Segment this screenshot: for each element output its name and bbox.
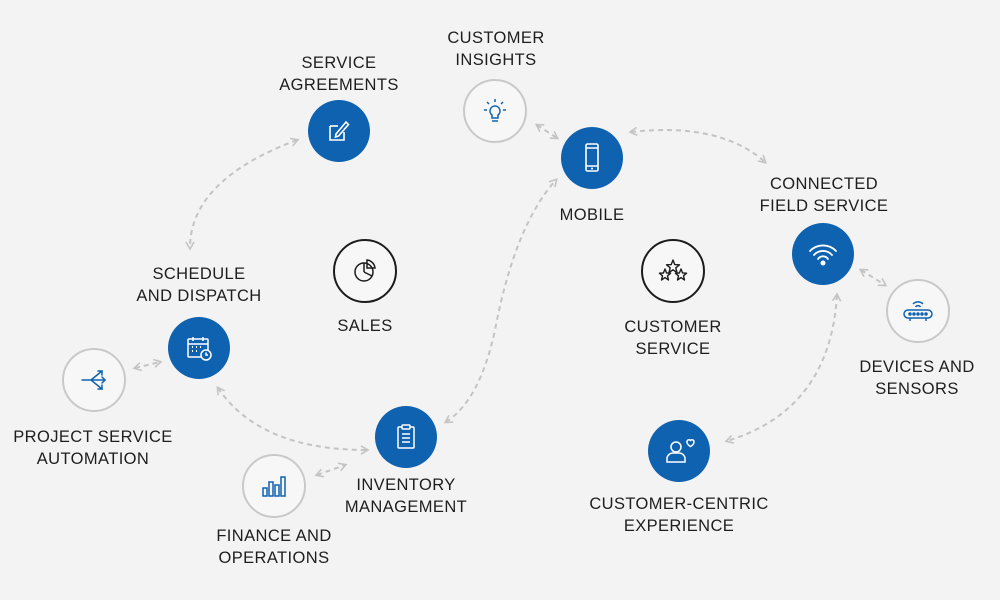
schedule-dispatch-circle [168,317,230,379]
lightbulb-icon [484,99,506,122]
connector-inventory-mobile [443,178,558,424]
mobile-circle [561,127,623,189]
customer-insights-label: CUSTOMER INSIGHTS [447,29,545,69]
stars-icon [658,259,688,281]
customer-centric-experience-label: CUSTOMER-CENTRIC EXPERIENCE [589,495,769,535]
person-heart-icon [666,439,695,463]
connector-mobile-connected [628,126,767,164]
branch-arrows-icon [81,370,107,390]
devices-sensors-circle [886,279,950,343]
bar-chart-icon [262,476,286,497]
service-agreements-label: SERVICE AGREEMENTS [279,54,399,94]
inventory-management-label: INVENTORY MANAGEMENT [344,476,468,516]
mobile-phone-icon [585,143,599,172]
wifi-icon [809,244,837,266]
sensor-device-icon [903,301,933,321]
customer-insights-circle [463,79,527,143]
sales-label: SALES [337,317,393,335]
service-agreements-circle [308,100,370,162]
project-service-automation-circle [62,348,126,412]
devices-sensors-label: DEVICES AND SENSORS [859,358,975,398]
clipboard-icon [397,424,415,449]
connected-field-service-label: CONNECTED FIELD SERVICE [759,175,889,215]
finance-operations-circle [242,454,306,518]
inventory-management-circle [375,406,437,468]
edit-icon [329,120,350,141]
connector-connected-experience [724,292,842,444]
connected-field-service-circle [792,223,854,285]
connector-project-schedule [132,358,163,372]
connector-schedule-inventory [216,385,370,455]
calendar-clock-icon [187,337,212,361]
finance-operations-label: FINANCE AND OPERATIONS [216,527,332,567]
project-service-automation-label: PROJECT SERVICE AUTOMATION [13,428,173,468]
connector-agreements-schedule [185,137,300,251]
customer-centric-experience-circle [648,420,710,482]
connector-finance-inventory [314,462,348,478]
mobile-label: MOBILE [559,206,625,224]
sales-circle [333,239,397,303]
pie-chart-icon [354,259,376,282]
connector-insights-mobile [534,123,560,140]
connector-connected-devices [858,268,888,287]
customer-service-circle [641,239,705,303]
schedule-dispatch-label: SCHEDULE AND DISPATCH [136,265,262,305]
customer-service-label: CUSTOMER SERVICE [624,318,722,358]
